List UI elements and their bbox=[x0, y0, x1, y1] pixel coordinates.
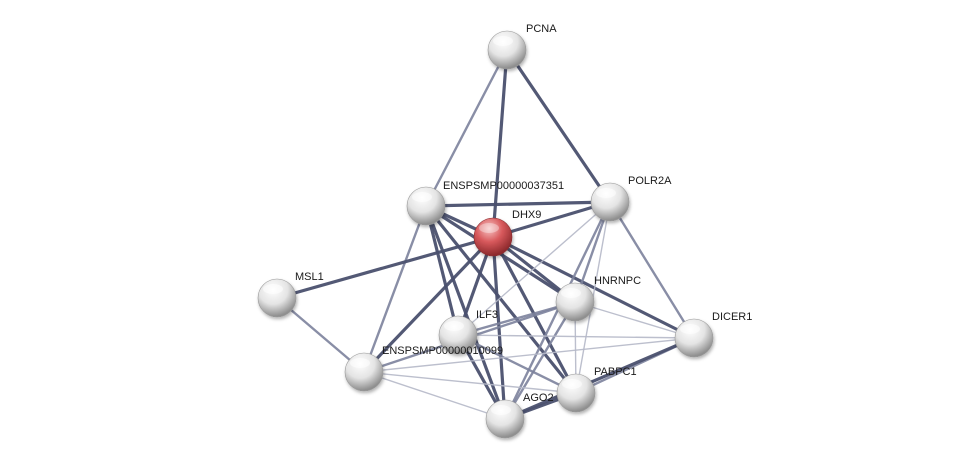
node-highlight-dhx9 bbox=[479, 223, 499, 233]
node-dicer1[interactable]: DICER1 bbox=[674, 311, 752, 358]
node-label-hnrnpc: HNRNPC bbox=[594, 275, 641, 287]
edge-ilf3-dicer1 bbox=[457, 334, 695, 339]
node-highlight-pabpc1 bbox=[562, 379, 582, 389]
node-pabpc1[interactable]: PABPC1 bbox=[556, 366, 637, 413]
node-hnrnpc[interactable]: HNRNPC bbox=[555, 275, 641, 322]
node-circle-dhx9[interactable] bbox=[473, 217, 513, 257]
node-enspsmp00000010099[interactable]: ENSPSMP00000010099 bbox=[344, 345, 503, 392]
edge-polr2a-ago2 bbox=[503, 200, 612, 421]
node-label-polr2a: POLR2A bbox=[628, 175, 672, 187]
node-dhx9[interactable]: DHX9 bbox=[473, 209, 541, 257]
node-label-ago2: AGO2 bbox=[523, 392, 554, 404]
node-highlight-ilf3 bbox=[444, 321, 464, 331]
edge-enspsmp00000037351-ilf3 bbox=[424, 204, 460, 337]
node-highlight-pcna bbox=[493, 36, 513, 46]
edge-dicer1-enspsmp00000010099 bbox=[363, 337, 695, 373]
node-highlight-dicer1 bbox=[680, 324, 700, 334]
node-label-dhx9: DHX9 bbox=[512, 209, 541, 221]
edge-hnrnpc-dicer1 bbox=[574, 301, 695, 339]
node-ilf3[interactable]: ILF3 bbox=[438, 309, 498, 355]
edge-pcna-polr2a bbox=[505, 48, 612, 204]
edge-dhx9-msl1 bbox=[275, 235, 495, 300]
node-label-msl1: MSL1 bbox=[295, 271, 324, 283]
node-ago2[interactable]: AGO2 bbox=[485, 392, 554, 439]
node-polr2a[interactable]: POLR2A bbox=[590, 175, 672, 222]
edge-enspsmp00000010099-ago2 bbox=[363, 371, 506, 420]
edge-enspsmp00000037351-pabpc1 bbox=[424, 204, 578, 395]
node-highlight-msl1 bbox=[263, 284, 283, 294]
node-label-pabpc1: PABPC1 bbox=[594, 366, 637, 378]
node-highlight-hnrnpc bbox=[561, 288, 581, 298]
node-enspsmp00000037351[interactable]: ENSPSMP00000037351 bbox=[406, 180, 564, 226]
node-highlight-enspsmp00000037351 bbox=[412, 192, 432, 202]
node-highlight-ago2 bbox=[491, 405, 511, 415]
node-label-pcna: PCNA bbox=[526, 23, 557, 35]
node-label-ilf3: ILF3 bbox=[476, 309, 498, 321]
edge-dhx9-polr2a bbox=[491, 200, 612, 239]
node-msl1[interactable]: MSL1 bbox=[257, 271, 324, 318]
edge-pcna-enspsmp00000037351 bbox=[424, 48, 509, 208]
node-label-dicer1: DICER1 bbox=[712, 311, 752, 323]
edge-polr2a-dicer1 bbox=[608, 200, 696, 340]
node-label-enspsmp00000037351: ENSPSMP00000037351 bbox=[443, 180, 564, 192]
edge-enspsmp00000010099-pabpc1 bbox=[363, 371, 577, 394]
edge-pcna-dhx9 bbox=[491, 48, 509, 239]
node-pcna[interactable]: PCNA bbox=[487, 23, 557, 70]
edge-dhx9-enspsmp00000010099 bbox=[362, 235, 495, 374]
edge-ilf3-pabpc1 bbox=[456, 333, 578, 395]
node-highlight-enspsmp00000010099 bbox=[350, 358, 370, 368]
edge-enspsmp00000037351-polr2a bbox=[424, 200, 612, 208]
node-label-enspsmp00000010099: ENSPSMP00000010099 bbox=[382, 345, 503, 357]
node-highlight-polr2a bbox=[596, 188, 616, 198]
edge-polr2a-ilf3 bbox=[457, 201, 611, 336]
edge-dhx9-dicer1 bbox=[491, 235, 696, 340]
nodes-layer: DHX9 PCNA ENSPSMP00000037351 POLR2A MSL1 HNRN… bbox=[257, 23, 752, 439]
edge-dicer1-ago2 bbox=[503, 336, 696, 421]
edge-hnrnpc-ago2 bbox=[503, 300, 577, 421]
edge-enspsmp00000037351-enspsmp00000010099 bbox=[362, 204, 428, 374]
